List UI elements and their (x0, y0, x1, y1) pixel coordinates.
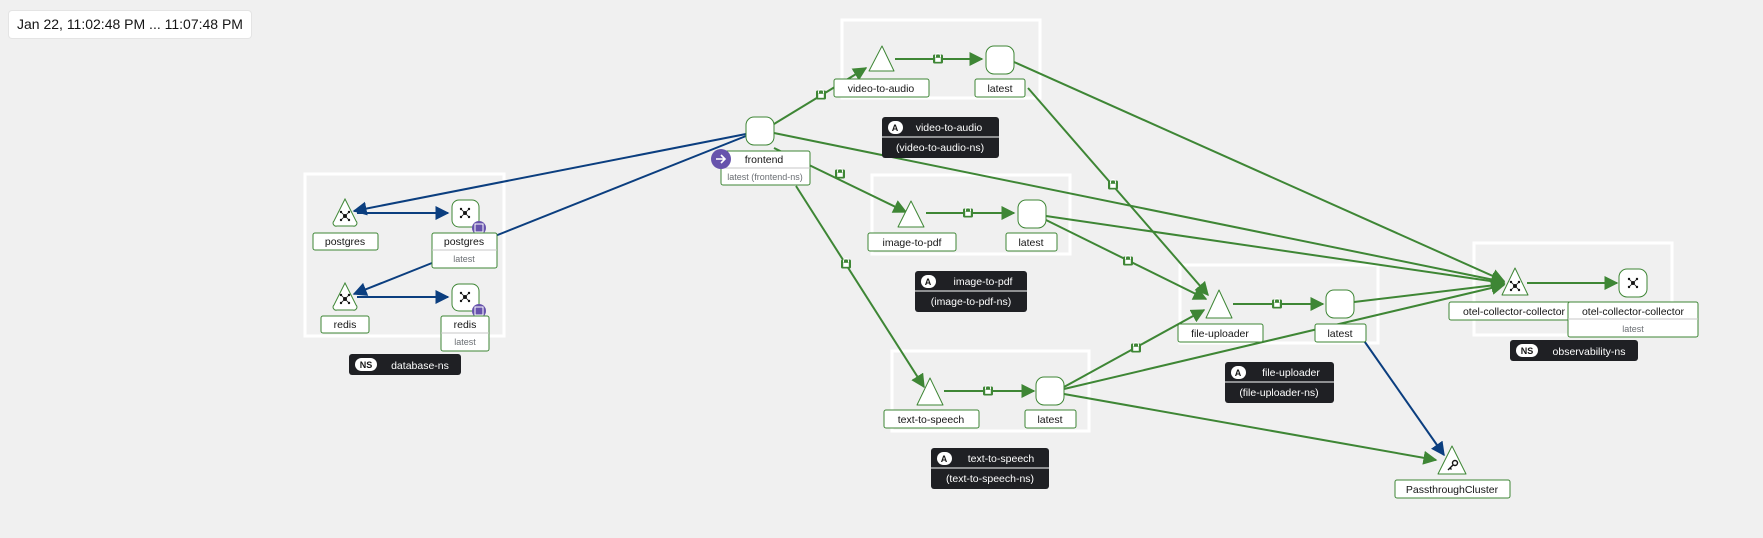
group-namespace: (text-to-speech-ns) (946, 473, 1034, 485)
app-type-pill: A (925, 277, 932, 287)
node-label: latest (1018, 237, 1043, 249)
node-label: file-uploader (1191, 328, 1249, 340)
node-file-uploader-service[interactable]: file-uploader (1177, 289, 1264, 343)
edge-uploader-passthrough[interactable] (1359, 334, 1445, 457)
edge-postgres-wl-redis[interactable] (352, 262, 433, 296)
node-label: frontend (745, 154, 784, 166)
node-otel-collector-workload[interactable]: otel-collector-collector latest (1567, 268, 1699, 338)
lock-icon (1122, 255, 1134, 266)
node-file-uploader-workload[interactable]: latest (1314, 289, 1367, 343)
node-label: PassthroughCluster (1406, 484, 1499, 496)
lock-icon (1107, 179, 1119, 190)
node-label: redis (334, 319, 357, 331)
group-badge-database-ns[interactable]: NS database-ns (349, 354, 461, 375)
node-postgres-workload[interactable]: postgres latest (431, 199, 498, 269)
edge-frontend-redis[interactable] (494, 135, 747, 237)
group-badge-file-uploader[interactable]: A file-uploader (file-uploader-ns) (1225, 362, 1334, 403)
namespace-type-pill: NS (1521, 346, 1534, 356)
node-version: latest (453, 254, 475, 264)
node-label: latest (1037, 414, 1062, 426)
group-box-database-ns[interactable] (303, 172, 506, 338)
node-postgres-service[interactable]: postgres (312, 197, 379, 251)
node-text-to-speech-service[interactable]: text-to-speech (883, 377, 980, 429)
node-frontend[interactable]: frontend latest (frontend-ns) (711, 116, 811, 186)
group-namespace: (video-to-audio-ns) (896, 142, 984, 154)
group-name: database-ns (391, 360, 449, 372)
edges (352, 52, 1619, 465)
node-label: text-to-speech (898, 414, 965, 426)
node-text-to-speech-workload[interactable]: latest (1024, 376, 1077, 429)
edge-tts-otel[interactable] (1063, 281, 1506, 390)
group-badge-observability-ns[interactable]: NS observability-ns (1510, 340, 1638, 361)
node-redis-workload[interactable]: redis latest (440, 283, 490, 352)
namespace-type-pill: NS (360, 360, 373, 370)
lock-icon (815, 89, 827, 100)
edge-frontend-tts[interactable] (795, 185, 925, 389)
lock-icon (932, 53, 944, 64)
node-label: postgres (325, 236, 365, 248)
node-label: otel-collector-collector (1463, 306, 1566, 318)
lock-icon (1130, 342, 1142, 353)
key-icon (1447, 459, 1459, 471)
node-passthrough-cluster[interactable]: PassthroughCluster (1394, 445, 1511, 499)
edge-tts-passthrough[interactable] (1063, 393, 1438, 465)
node-label: image-to-pdf (883, 237, 942, 249)
node-image-to-pdf-workload[interactable]: latest (1005, 199, 1058, 252)
group-badge-image-to-pdf[interactable]: A image-to-pdf (image-to-pdf-ns) (915, 271, 1027, 312)
database-icon (474, 223, 484, 233)
group-name: observability-ns (1553, 346, 1626, 358)
node-version: latest (frontend-ns) (727, 172, 803, 182)
database-icon (474, 306, 484, 316)
node-otel-collector-service[interactable]: otel-collector-collector (1448, 267, 1580, 321)
node-label: redis (454, 319, 477, 331)
lock-icon (840, 258, 852, 269)
lock-icon (834, 168, 846, 179)
app-type-pill: A (892, 123, 899, 133)
edge-video-otel[interactable] (1013, 61, 1506, 283)
group-box-file-uploader[interactable] (1178, 263, 1380, 345)
group-name: file-uploader (1262, 367, 1320, 379)
node-video-to-audio-workload[interactable]: latest (974, 45, 1026, 98)
node-label: latest (987, 83, 1012, 95)
group-box-image-to-pdf[interactable] (870, 173, 1072, 256)
lock-icon (1271, 298, 1283, 309)
app-type-pill: A (1235, 368, 1242, 378)
edge-video-uploader[interactable] (1027, 87, 1209, 297)
group-namespace: (image-to-pdf-ns) (931, 296, 1012, 308)
node-redis-service[interactable]: redis (320, 281, 370, 334)
group-name: video-to-audio (916, 122, 983, 134)
node-image-to-pdf-service[interactable]: image-to-pdf (867, 200, 957, 252)
group-box-text-to-speech[interactable] (890, 349, 1091, 433)
group-badge-video-to-audio[interactable]: A video-to-audio (video-to-audio-ns) (882, 117, 999, 158)
group-name: text-to-speech (968, 453, 1035, 465)
node-label: video-to-audio (848, 83, 915, 95)
edge-frontend-postgres[interactable] (352, 133, 747, 216)
group-name: image-to-pdf (954, 276, 1013, 288)
app-type-pill: A (941, 454, 948, 464)
node-label: latest (1327, 328, 1352, 340)
lock-icon (982, 385, 994, 396)
node-label: otel-collector-collector (1582, 306, 1685, 318)
node-video-to-audio-service[interactable]: video-to-audio (833, 45, 930, 98)
edge-uploader-otel[interactable] (1353, 278, 1506, 303)
node-version: latest (454, 337, 476, 347)
node-label: postgres (444, 236, 484, 248)
edge-image-otel[interactable] (1045, 215, 1506, 289)
time-range-display[interactable]: Jan 22, 11:02:48 PM ... 11:07:48 PM (9, 11, 251, 38)
group-box-video-to-audio[interactable] (840, 18, 1042, 100)
node-version: latest (1622, 324, 1644, 334)
group-namespace: (file-uploader-ns) (1239, 387, 1318, 399)
lock-icon (962, 207, 974, 218)
group-badge-text-to-speech[interactable]: A text-to-speech (text-to-speech-ns) (931, 448, 1049, 489)
